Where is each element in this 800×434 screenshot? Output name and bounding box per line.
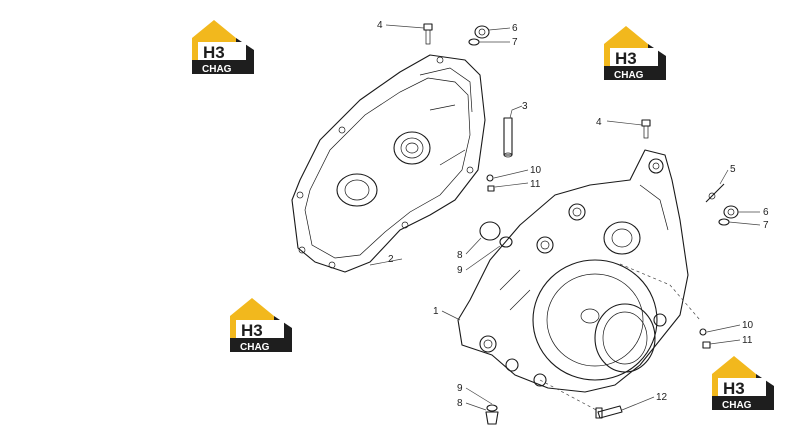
callout-8-lower: 8	[457, 398, 463, 409]
callout-10-lower: 10	[742, 320, 754, 331]
callout-4-upper: 4	[377, 20, 383, 31]
part-ring-7-lower	[718, 218, 730, 226]
callout-7-lower: 7	[763, 220, 769, 231]
part-small-parts-10-11-upper	[486, 174, 495, 192]
callout-6-upper: 6	[512, 23, 518, 34]
callout-9-lower: 9	[457, 383, 463, 394]
brand-logo-top-left: H3 CHAG	[192, 20, 254, 75]
brand-logo-bottom-right: H3 CHAG	[712, 356, 774, 411]
part-pin-3	[503, 117, 513, 158]
logo-name: CHAG	[614, 70, 644, 81]
part-plug-8-upper	[479, 221, 513, 248]
part-plug-6-upper	[474, 25, 490, 39]
part-plug-6-lower	[723, 205, 739, 219]
logo-mark: H3	[203, 43, 225, 62]
callout-11-lower: 11	[742, 335, 753, 346]
callout-9-upper: 9	[457, 265, 463, 276]
callout-11-upper: 11	[530, 179, 541, 190]
callout-5: 5	[730, 164, 736, 175]
callout-10-upper: 10	[530, 165, 542, 176]
part-fitting-5	[705, 183, 725, 203]
brand-logo-bottom-left: H3 CHAG	[230, 298, 292, 353]
part-front-housing	[457, 149, 689, 393]
part-bolt-12	[595, 405, 623, 419]
logo-mark: H3	[241, 321, 263, 340]
leader-lines	[369, 24, 761, 413]
logo-name: CHAG	[202, 64, 232, 75]
callout-8-upper: 8	[457, 250, 463, 261]
callout-1: 1	[433, 306, 439, 317]
part-ring-7-upper	[468, 38, 480, 46]
part-small-parts-10-11-lower	[699, 328, 711, 349]
part-bolt-4-lower	[641, 119, 651, 139]
logo-name: CHAG	[722, 400, 752, 411]
callout-3: 3	[522, 101, 528, 112]
callout-12: 12	[656, 392, 668, 403]
callout-4-lower: 4	[596, 117, 602, 128]
part-plug-8-lower	[485, 404, 499, 425]
logo-name: CHAG	[240, 342, 270, 353]
callout-6-lower: 6	[763, 207, 769, 218]
part-rear-housing	[291, 54, 486, 273]
logo-mark: H3	[723, 379, 745, 398]
logo-mark: H3	[615, 49, 637, 68]
brand-logo-top-right: H3 CHAG	[604, 26, 666, 81]
part-bolt-4-upper	[423, 23, 433, 45]
callout-7-upper: 7	[512, 37, 518, 48]
callout-2: 2	[388, 254, 394, 265]
